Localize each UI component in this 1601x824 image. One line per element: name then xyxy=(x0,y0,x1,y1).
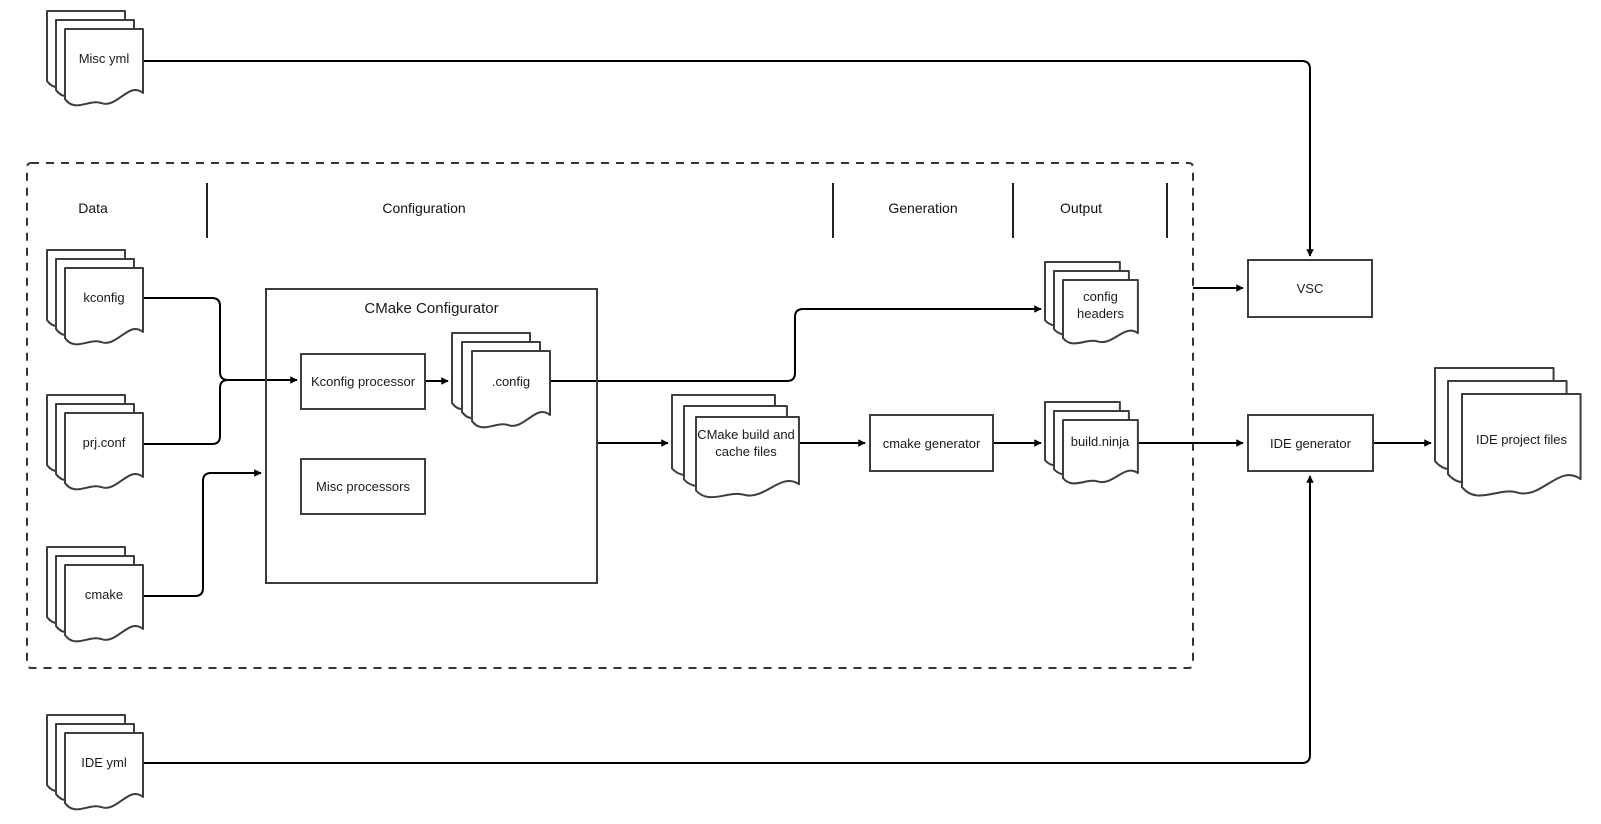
process-container-dashed-border xyxy=(26,162,1194,669)
ide-project-files-label: IDE project files xyxy=(1475,431,1568,447)
cmake-configurator-title: CMake Configurator xyxy=(364,300,499,317)
config-headers-label: config headers xyxy=(1077,289,1124,321)
ide-yml-label: IDE yml xyxy=(81,754,127,770)
connectors xyxy=(143,60,1432,764)
prj-conf-label: prj.conf xyxy=(82,434,126,450)
kconfig-label: kconfig xyxy=(83,289,125,305)
lane-label-generation: Generation xyxy=(888,199,958,216)
cmake-label: cmake xyxy=(84,586,124,602)
cmake-generator-box: cmake generator xyxy=(869,414,994,472)
lane-dividers xyxy=(206,183,1168,238)
lane-label-data: Data xyxy=(78,199,108,216)
misc-yml-label: Misc yml xyxy=(78,50,130,66)
edge-dot-config-to-config-headers xyxy=(550,305,1042,382)
kconfig-processor-box: Kconfig processor xyxy=(300,353,426,410)
edge-kconfig-to-kconfig-processor xyxy=(143,297,298,384)
edge-cmake-to-configurator xyxy=(143,469,262,597)
edge-misc-yml-to-vsc xyxy=(143,60,1314,257)
edge-prj-conf-merge xyxy=(143,379,229,445)
edge-ide-yml-to-ide-generator xyxy=(144,475,1314,764)
cmake-build-cache-label: CMake build and cache files xyxy=(697,427,795,459)
lane-label-configuration: Configuration xyxy=(382,199,466,216)
vsc-box: VSC xyxy=(1247,259,1373,318)
cmake-configurator-group-box: CMake Configurator xyxy=(265,288,598,584)
build-ninja-label: build.ninja xyxy=(1070,433,1130,449)
lane-label-output: Output xyxy=(1059,199,1103,216)
ide-generator-box: IDE generator xyxy=(1247,414,1374,472)
dot-config-label: .config xyxy=(491,373,531,389)
misc-processors-box: Misc processors xyxy=(300,458,426,515)
